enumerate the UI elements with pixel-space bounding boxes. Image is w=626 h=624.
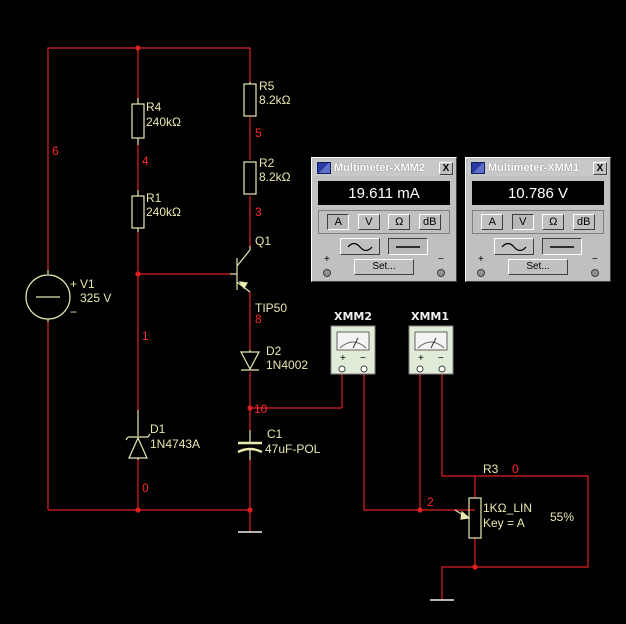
zener-diode-d1[interactable] bbox=[125, 410, 151, 460]
r3-percent: 55% bbox=[550, 510, 574, 524]
d2-ref: D2 bbox=[266, 344, 282, 358]
junctions bbox=[135, 45, 478, 570]
resistor-r1[interactable] bbox=[131, 190, 145, 232]
set-button[interactable]: Set... bbox=[354, 259, 414, 275]
minus-terminal-label: − bbox=[438, 254, 444, 265]
multimeter-panel-xmm1[interactable]: Multimeter-XMM1 X 10.786 V A V Ω dB + − … bbox=[465, 157, 611, 282]
window-title: Multimeter-XMM1 bbox=[488, 162, 580, 174]
plus-terminal[interactable] bbox=[477, 269, 485, 277]
r1-value: 240kΩ bbox=[146, 205, 181, 219]
title-bar[interactable]: Multimeter-XMM1 X bbox=[468, 160, 608, 176]
mode-buttons: A V Ω dB bbox=[472, 210, 604, 234]
xmm2-minus-label: − bbox=[360, 353, 366, 364]
node-label-3: 3 bbox=[255, 205, 262, 219]
capacitor-c1[interactable] bbox=[237, 430, 263, 460]
r2-value: 8.2kΩ bbox=[259, 170, 291, 184]
plus-terminal-label: + bbox=[324, 254, 330, 265]
ac-button[interactable] bbox=[494, 238, 534, 255]
title-bar[interactable]: Multimeter-XMM2 X bbox=[314, 160, 454, 176]
v1-minus: − bbox=[70, 305, 77, 319]
node-label-10: 10 bbox=[254, 402, 268, 416]
sine-wave-icon bbox=[501, 242, 527, 251]
node-label-1: 1 bbox=[142, 329, 149, 343]
r2-ref: R2 bbox=[259, 156, 275, 170]
xmm1-plus-label: + bbox=[418, 353, 424, 364]
r4-value: 240kΩ bbox=[146, 115, 181, 129]
multimeter-icon-xmm1[interactable]: + − bbox=[408, 325, 454, 375]
v1-plus: + bbox=[70, 277, 77, 291]
r3-ref: R3 bbox=[483, 462, 499, 476]
ac-button[interactable] bbox=[340, 238, 380, 255]
q1-ref: Q1 bbox=[255, 234, 271, 248]
mode-button-decibel[interactable]: dB bbox=[572, 214, 595, 230]
multimeter-icon bbox=[317, 162, 331, 174]
v1-value: 325 V bbox=[80, 291, 111, 305]
r3-value: 1KΩ_LIN bbox=[483, 501, 532, 515]
node-label-8: 8 bbox=[255, 312, 262, 326]
mode-button-ammeter[interactable]: A bbox=[327, 214, 350, 230]
xmm1-label: XMM1 bbox=[411, 310, 449, 323]
multimeter-panel-xmm2[interactable]: Multimeter-XMM2 X 19.611 mA A V Ω dB + −… bbox=[311, 157, 457, 282]
plus-terminal-label: + bbox=[478, 254, 484, 265]
voltage-source-v1[interactable] bbox=[25, 270, 71, 322]
close-button[interactable]: X bbox=[439, 161, 453, 175]
close-button[interactable]: X bbox=[593, 161, 607, 175]
mode-button-ohmmeter[interactable]: Ω bbox=[542, 214, 565, 230]
node-label-5: 5 bbox=[255, 126, 262, 140]
mode-button-voltmeter[interactable]: V bbox=[357, 214, 380, 230]
plus-terminal[interactable] bbox=[323, 269, 331, 277]
node-label-0-left: 0 bbox=[142, 481, 149, 495]
resistor-r5[interactable] bbox=[243, 82, 257, 117]
r3-key: Key = A bbox=[483, 516, 525, 530]
minus-terminal-label: − bbox=[592, 254, 598, 265]
diode-d2[interactable] bbox=[240, 350, 260, 371]
r5-value: 8.2kΩ bbox=[259, 93, 291, 107]
v1-ref: V1 bbox=[80, 277, 95, 291]
multimeter-icon-xmm2[interactable]: + − bbox=[330, 325, 376, 375]
set-button[interactable]: Set... bbox=[508, 259, 568, 275]
c1-value: 47uF-POL bbox=[265, 442, 321, 456]
ground-icon bbox=[238, 531, 454, 601]
r4-ref: R4 bbox=[146, 100, 162, 114]
xmm2-plus-label: + bbox=[340, 353, 346, 364]
r1-ref: R1 bbox=[146, 191, 162, 205]
d2-value: 1N4002 bbox=[266, 358, 308, 372]
minus-terminal[interactable] bbox=[437, 269, 445, 277]
wires bbox=[47, 47, 589, 600]
mode-button-ohmmeter[interactable]: Ω bbox=[388, 214, 411, 230]
window-title: Multimeter-XMM2 bbox=[334, 162, 426, 174]
mode-button-voltmeter[interactable]: V bbox=[511, 214, 534, 230]
resistor-r2[interactable] bbox=[243, 161, 257, 195]
mode-buttons: A V Ω dB bbox=[318, 210, 450, 234]
sine-wave-icon bbox=[347, 242, 373, 251]
potentiometer-r3[interactable] bbox=[454, 497, 482, 539]
ac-dc-buttons bbox=[494, 238, 582, 256]
transistor-q1[interactable] bbox=[230, 246, 251, 293]
resistor-r4[interactable] bbox=[131, 98, 145, 145]
reading-display: 10.786 V bbox=[472, 181, 604, 205]
mode-button-decibel[interactable]: dB bbox=[418, 214, 441, 230]
node-label-4: 4 bbox=[142, 154, 149, 168]
node-label-6: 6 bbox=[52, 144, 59, 158]
mode-button-ammeter[interactable]: A bbox=[481, 214, 504, 230]
ac-dc-buttons bbox=[340, 238, 428, 256]
multimeter-icon bbox=[471, 162, 485, 174]
xmm2-label: XMM2 bbox=[334, 310, 372, 323]
node-label-0-right: 0 bbox=[512, 462, 519, 476]
c1-ref: C1 bbox=[267, 427, 283, 441]
dc-line-icon bbox=[550, 245, 574, 248]
minus-terminal[interactable] bbox=[591, 269, 599, 277]
reading-display: 19.611 mA bbox=[318, 181, 450, 205]
d1-ref: D1 bbox=[150, 422, 166, 436]
d1-value: 1N4743A bbox=[150, 437, 200, 451]
q1-value: TIP50 bbox=[255, 301, 287, 315]
dc-button[interactable] bbox=[388, 238, 428, 255]
node-label-2: 2 bbox=[427, 495, 434, 509]
xmm1-minus-label: − bbox=[438, 353, 444, 364]
r5-ref: R5 bbox=[259, 79, 275, 93]
dc-button[interactable] bbox=[542, 238, 582, 255]
dc-line-icon bbox=[396, 245, 420, 248]
